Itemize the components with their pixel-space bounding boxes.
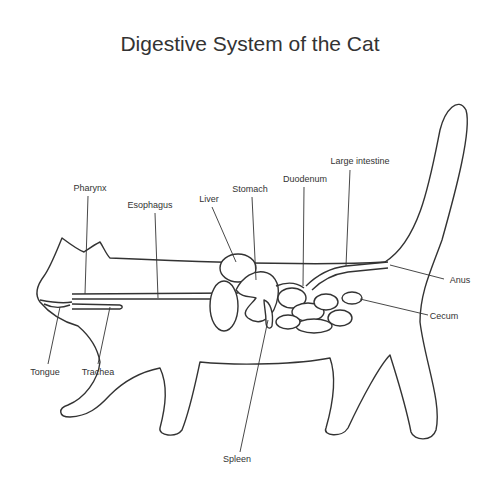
intestine-loop — [328, 310, 352, 326]
intestine-loop — [314, 294, 338, 310]
leader-line — [303, 187, 304, 286]
leader-line — [390, 265, 444, 279]
mouth-line — [40, 300, 72, 303]
tongue-shape — [44, 304, 70, 307]
leader-line — [252, 197, 256, 280]
part-label: Liver — [199, 195, 219, 204]
part-label: Trachea — [82, 368, 115, 377]
part-label: Duodenum — [283, 175, 327, 184]
leader-line — [85, 196, 88, 294]
leader-line — [240, 320, 268, 452]
large-intestine-tube — [306, 262, 388, 290]
part-label: Spleen — [223, 455, 251, 464]
spleen-organ — [264, 300, 273, 328]
leader-line — [346, 170, 350, 266]
part-label: Tongue — [30, 368, 60, 377]
part-label: Anus — [450, 276, 471, 285]
intestine-loop — [276, 315, 300, 329]
leader-line — [360, 299, 428, 315]
leader-line — [212, 207, 236, 262]
part-label: Esophagus — [127, 201, 172, 210]
liver-lobe — [210, 281, 238, 331]
duodenum-tube — [276, 283, 304, 288]
leader-line — [155, 213, 158, 298]
cat-outline — [37, 104, 467, 439]
intestine-loop — [296, 319, 332, 333]
leader-line — [98, 307, 110, 364]
part-label: Large intestine — [330, 157, 389, 166]
part-label: Stomach — [232, 185, 268, 194]
part-label: Cecum — [430, 312, 459, 321]
diagram-title: Digestive System of the Cat — [0, 32, 500, 55]
part-label: Pharynx — [73, 184, 106, 193]
trachea-tube — [72, 304, 122, 309]
leader-line — [48, 307, 60, 364]
cecum-organ — [342, 292, 362, 304]
